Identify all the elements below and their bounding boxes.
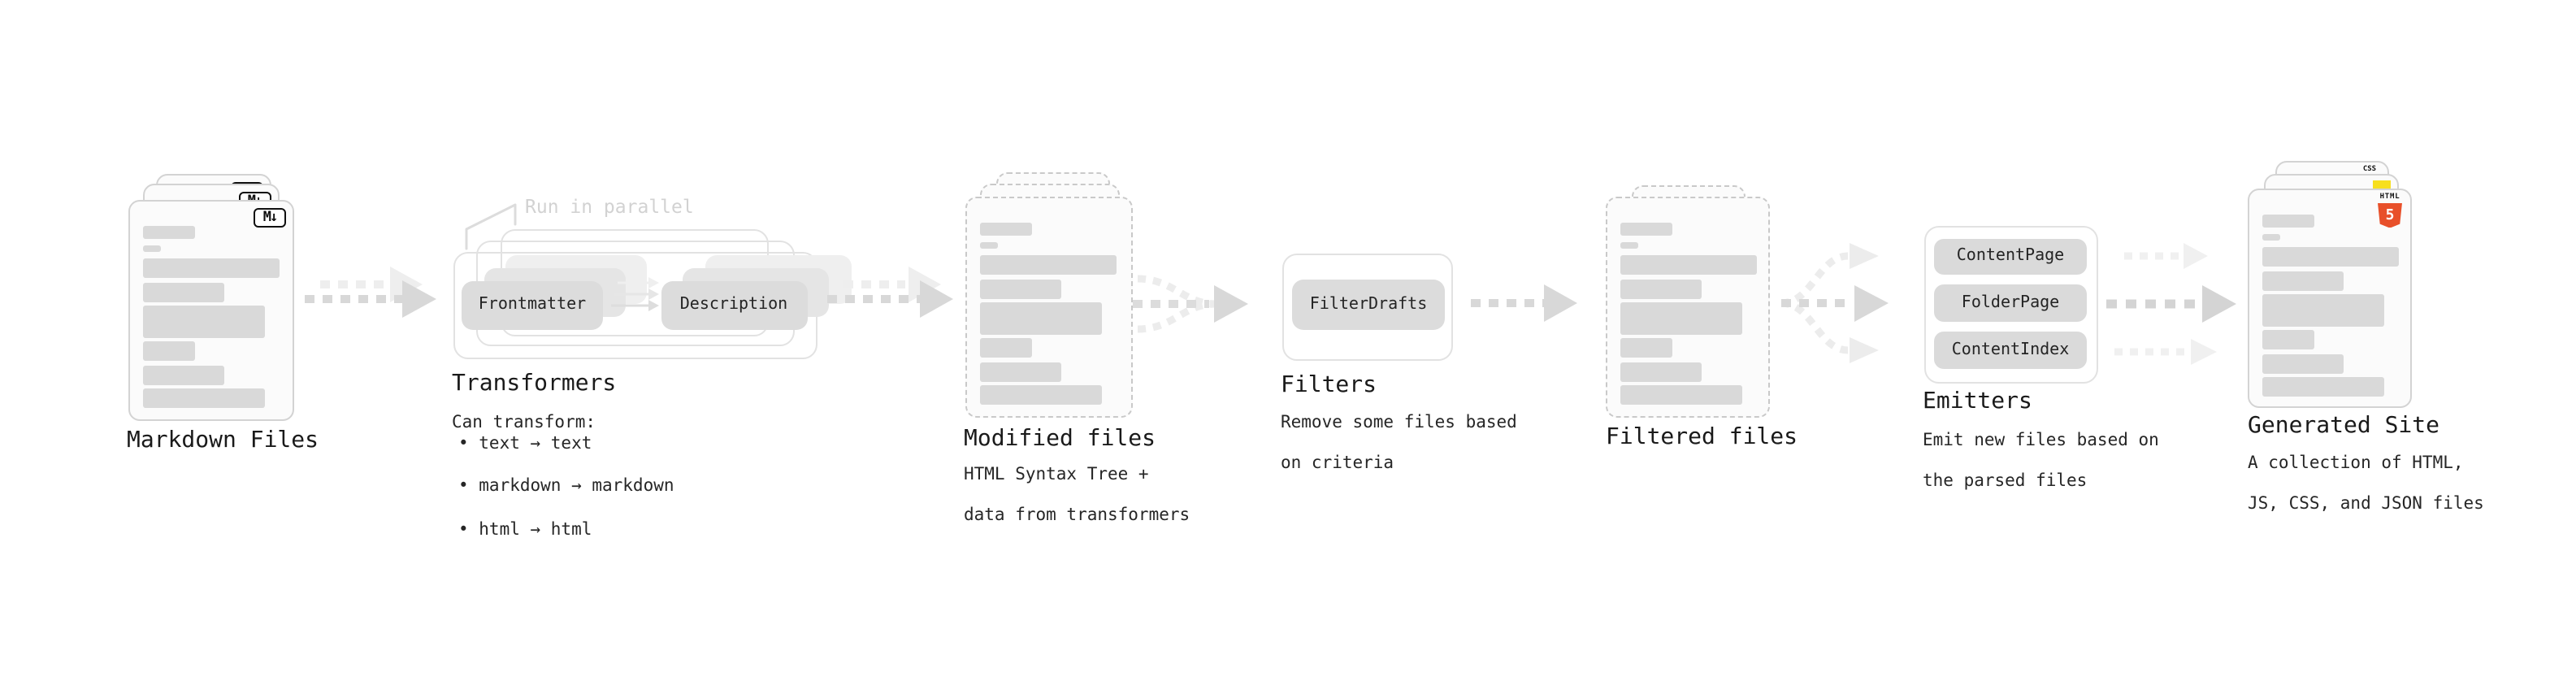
text-line-bar (2262, 330, 2314, 350)
filters-desc-line2: on criteria (1281, 453, 1394, 474)
flow-arrow-markdown-to-transformers (305, 267, 436, 318)
bullet-markdown-to-markdown: • markdown → markdown (458, 476, 674, 497)
text-line-bar (1620, 362, 1701, 382)
transformers-desc-heading: Can transform: (452, 413, 596, 432)
text-line-bar (142, 258, 279, 278)
html5-icon: HTML 5 (2377, 194, 2403, 228)
text-line-bar (2262, 247, 2398, 267)
filters-desc-line1: Remove some files based (1281, 413, 1517, 433)
text-line-bar (142, 341, 194, 361)
frontmatter-pill: Frontmatter (462, 280, 603, 329)
text-line-bar (980, 222, 1032, 236)
html5-icon-text: HTML (2379, 193, 2400, 202)
text-line-bar (142, 282, 223, 301)
text-line-bar (1620, 255, 1756, 275)
emitters-label: Emitters (1923, 388, 2032, 414)
text-line-bar (980, 362, 1061, 382)
contentindex-pill: ContentIndex (1934, 331, 2087, 368)
flow-arrow-transformers-to-modified (827, 267, 953, 318)
text-line-bar (2262, 294, 2383, 327)
parallel-note: Run in parallel (525, 194, 694, 217)
description-pill: Description (661, 280, 807, 329)
markdown-file-card-front: M↓ (128, 199, 294, 421)
parallel-note-leader-line (465, 203, 517, 250)
filterdrafts-pill: FilterDrafts (1292, 279, 1445, 330)
generated-desc-line2: JS, CSS, and JSON files (2248, 494, 2484, 514)
flow-arrow-filtered-to-emitters (1780, 243, 1889, 363)
text-line-bar (980, 338, 1032, 358)
generated-site-label: Generated Site (2248, 413, 2440, 440)
transformers-bullets: • text → text • markdown → markdown • ht… (458, 433, 674, 541)
text-line-bar (1620, 302, 1741, 335)
contentpage-pill: ContentPage (1934, 238, 2087, 275)
text-line-bar (2262, 233, 2279, 241)
text-line-bar (2262, 271, 2343, 291)
bullet-text-to-text: • text → text (458, 433, 592, 453)
transformers-label: Transformers (452, 370, 617, 397)
markdown-icon: M↓ (254, 207, 286, 228)
generated-site-desc: A collection of HTML, JS, CSS, and JSON … (2248, 454, 2484, 515)
text-line-bar (142, 225, 194, 238)
text-line-bar (2262, 376, 2383, 397)
flow-arrow-filters-to-filtered (1471, 284, 1577, 322)
modified-desc-line1: HTML Syntax Tree + (964, 465, 1149, 484)
modified-files-label: Modified files (964, 425, 1156, 452)
text-line-bar (2262, 354, 2343, 374)
text-line-bar (2262, 214, 2314, 228)
text-line-bar (1620, 279, 1701, 299)
text-line-bar (142, 365, 223, 384)
generated-site-card-html: HTML 5 (2247, 188, 2411, 408)
filters-label: Filters (1281, 371, 1377, 397)
generated-desc-line1: A collection of HTML, (2248, 453, 2464, 474)
text-line-bar (980, 255, 1117, 275)
html5-icon-number: 5 (2385, 207, 2395, 224)
text-line-bar (1620, 338, 1672, 358)
filtered-file-card-front (1605, 196, 1770, 419)
emitters-desc-line2: the parsed files (1923, 471, 2088, 491)
text-line-bar (980, 302, 1102, 335)
text-line-bar (1620, 222, 1672, 236)
modified-desc-line2: data from transformers (964, 505, 1190, 525)
filters-desc: Remove some files based on criteria (1281, 414, 1517, 475)
html5-icon-shield: 5 (2378, 202, 2402, 228)
transform-arrows (611, 276, 659, 310)
text-line-bar (142, 245, 160, 252)
folderpage-pill: FolderPage (1934, 284, 2087, 321)
markdown-files-label: Markdown Files (127, 427, 319, 453)
emitters-desc-line1: Emit new files based on (1923, 431, 2159, 450)
flow-arrow-emitters-to-generated (2106, 243, 2236, 365)
emitters-desc: Emit new files based on the parsed files (1923, 431, 2159, 492)
flow-arrow-modified-to-filters (1133, 275, 1248, 333)
modified-file-card-front (965, 196, 1132, 418)
text-line-bar (980, 384, 1102, 405)
modified-files-desc: HTML Syntax Tree + data from transformer… (964, 465, 1190, 526)
text-line-bar (980, 241, 998, 249)
text-line-bar (142, 388, 264, 407)
text-line-bar (142, 306, 264, 337)
filtered-files-label: Filtered files (1606, 424, 1798, 450)
text-line-bar (980, 279, 1061, 299)
text-line-bar (1620, 241, 1637, 249)
text-line-bar (1620, 384, 1741, 405)
css-icon-text: CSS (2362, 165, 2377, 173)
bullet-html-to-html: • html → html (458, 519, 592, 540)
